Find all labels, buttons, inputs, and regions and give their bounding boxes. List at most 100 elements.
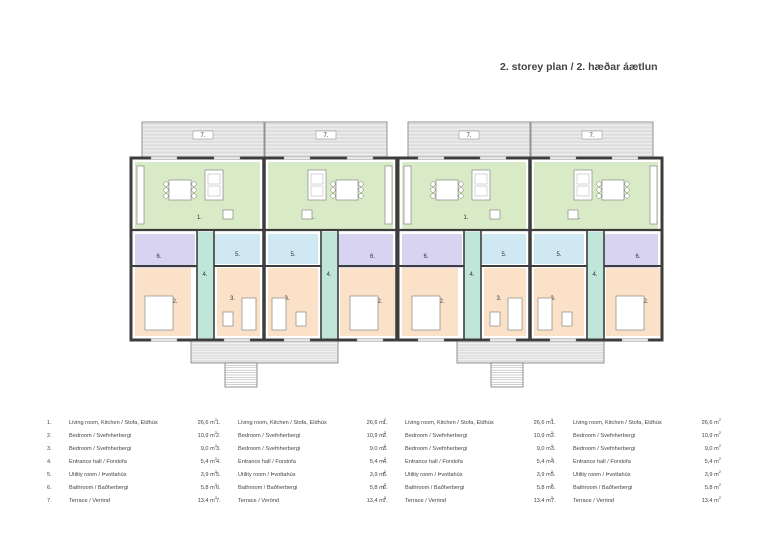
living-room bbox=[402, 162, 526, 230]
legend-area-value: 3,9 m bbox=[369, 472, 384, 479]
legend-number: 4. bbox=[551, 459, 556, 466]
plan-title: 2. storey plan / 2. hæðar áætlun bbox=[500, 61, 658, 73]
sofa-cushion bbox=[576, 185, 590, 197]
window bbox=[621, 338, 649, 342]
legend-area-value: 5,8 m bbox=[536, 485, 551, 492]
legend-number: 7. bbox=[47, 498, 52, 505]
legend-area: 5,8 m2 bbox=[705, 480, 721, 493]
legend-area-unit-exponent: 2 bbox=[550, 495, 553, 501]
legend-number: 4. bbox=[47, 459, 52, 466]
legend-room-name: Bedroom / Svefnherbergi bbox=[405, 445, 468, 452]
legend-area-value: 10,9 m bbox=[533, 432, 551, 439]
kitchen-counter bbox=[136, 165, 145, 225]
legend-number: 4. bbox=[383, 459, 388, 466]
legend-room-name: Living room, Kitchen / Stofa, Eldhús bbox=[573, 419, 662, 426]
legend-area: 26,6 m2 bbox=[198, 415, 217, 428]
kitchen-counter bbox=[384, 165, 393, 225]
legend-room-name: Entrance hall / Forstofa bbox=[238, 459, 296, 466]
legend-area: 9,0 m2 bbox=[705, 441, 721, 454]
legend-number: 2. bbox=[47, 432, 52, 439]
legend-area-value: 3,9 m bbox=[200, 472, 215, 479]
legend-area-value: 26,6 m bbox=[197, 419, 215, 426]
entrance-stair-west bbox=[190, 340, 339, 388]
legend-number: 7. bbox=[216, 498, 221, 505]
window bbox=[150, 338, 178, 342]
legend-number: 2. bbox=[551, 432, 556, 439]
legend-area: 10,9 m2 bbox=[534, 428, 553, 441]
legend-number: 3. bbox=[383, 445, 388, 452]
legend-area-value: 9,0 m bbox=[369, 445, 384, 452]
terrace-label: 7. bbox=[200, 133, 205, 139]
legend-area-unit-exponent: 2 bbox=[214, 443, 217, 449]
bathroom-label: 6. bbox=[370, 254, 375, 260]
legend-number: 6. bbox=[47, 485, 52, 492]
window bbox=[356, 338, 384, 342]
legend-area-unit-exponent: 2 bbox=[214, 469, 217, 475]
dining-chair bbox=[430, 187, 436, 193]
desk bbox=[489, 311, 501, 327]
legend-area-value: 13,4 m bbox=[533, 498, 551, 505]
legend-area-value: 5,8 m bbox=[704, 485, 719, 492]
dining-chair bbox=[624, 187, 630, 193]
double-bed bbox=[349, 295, 379, 331]
floor-plan: 7.7.7.7.1.6.5.4.2.3.1.6.5.4.2.3.1.6.5.4.… bbox=[129, 121, 664, 388]
apartment-unit-2: 1.6.5.4.2.3. bbox=[262, 156, 399, 342]
single-bed bbox=[537, 297, 553, 331]
legend-number: 6. bbox=[383, 485, 388, 492]
legend-area-value: 5,4 m bbox=[369, 459, 384, 466]
entrance-hall-label: 4. bbox=[469, 272, 474, 278]
terrace-unit-2: 7. bbox=[264, 121, 388, 159]
armchair bbox=[222, 209, 234, 220]
legend-area-value: 13,4 m bbox=[197, 498, 215, 505]
legend-area-unit-exponent: 2 bbox=[550, 482, 553, 488]
legend-area-unit-exponent: 2 bbox=[718, 495, 721, 501]
legend-area-value: 26,6 m bbox=[533, 419, 551, 426]
utility-room-label: 5. bbox=[556, 252, 561, 258]
dining-chair bbox=[358, 181, 364, 187]
legend-room-name: Bathroom / Baðherbergi bbox=[238, 485, 298, 492]
window bbox=[417, 156, 445, 160]
window bbox=[479, 156, 507, 160]
legend-area-unit-exponent: 2 bbox=[718, 443, 721, 449]
legend-area: 26,6 m2 bbox=[534, 415, 553, 428]
legend-number: 1. bbox=[383, 419, 388, 426]
legend-area-unit-exponent: 2 bbox=[383, 469, 386, 475]
legend-area-unit-exponent: 2 bbox=[718, 469, 721, 475]
terrace-label-box bbox=[581, 130, 603, 140]
utility-room bbox=[268, 234, 318, 264]
legend-room-name: Entrance hall / Forstofa bbox=[69, 459, 127, 466]
legend-area: 3,9 m2 bbox=[705, 467, 721, 480]
legend-area-unit-exponent: 2 bbox=[718, 430, 721, 436]
dining-chair bbox=[163, 193, 169, 199]
dining-chair bbox=[191, 181, 197, 187]
legend-area: 26,6 m2 bbox=[702, 415, 721, 428]
legend-room-name: Bathroom / Baðherbergi bbox=[69, 485, 129, 492]
legend-area-value: 5,4 m bbox=[536, 459, 551, 466]
legend-number: 5. bbox=[216, 472, 221, 479]
legend-room-name: Utility room / Þvottahús bbox=[69, 472, 127, 479]
dining-chair bbox=[596, 187, 602, 193]
single-bed bbox=[241, 297, 257, 331]
terrace-label: 7. bbox=[323, 133, 328, 139]
legend-area-unit-exponent: 2 bbox=[383, 443, 386, 449]
legend-area: 13,4 m2 bbox=[198, 493, 217, 506]
legend-area: 13,4 m2 bbox=[534, 493, 553, 506]
legend-area-unit-exponent: 2 bbox=[383, 482, 386, 488]
desk bbox=[295, 311, 307, 327]
legend-room-name: Bathroom / Baðherbergi bbox=[405, 485, 465, 492]
legend-room-name: Utility room / Þvottahús bbox=[405, 472, 463, 479]
legend-number: 6. bbox=[216, 485, 221, 492]
legend-area-value: 9,0 m bbox=[200, 445, 215, 452]
